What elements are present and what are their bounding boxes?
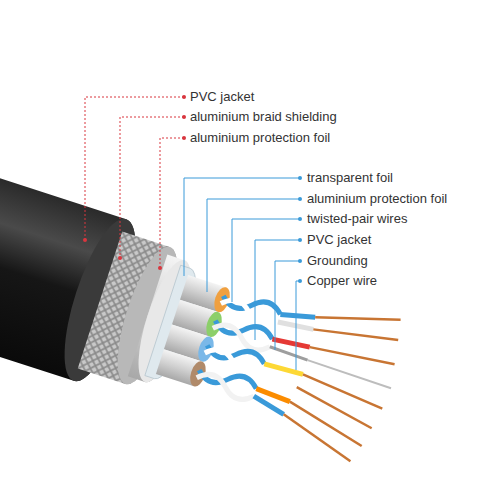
part-label: aluminium protection foil [190,130,330,146]
part-label: aluminium braid shielding [190,109,337,125]
leader-dots [83,95,186,270]
part-label: Grounding [307,253,368,269]
leader-lines [184,178,300,370]
part-label: aluminium protection foil [307,191,447,207]
conductors [244,284,412,466]
part-label: PVC jacket [307,232,371,248]
leader-lines [85,97,184,268]
part-label: transparent foil [307,170,393,186]
leader-dots [298,176,302,283]
part-label: PVC jacket [190,89,254,105]
twisted-pairs [194,289,282,404]
part-label: twisted-pair wires [307,211,407,227]
part-label: Copper wire [307,273,377,289]
